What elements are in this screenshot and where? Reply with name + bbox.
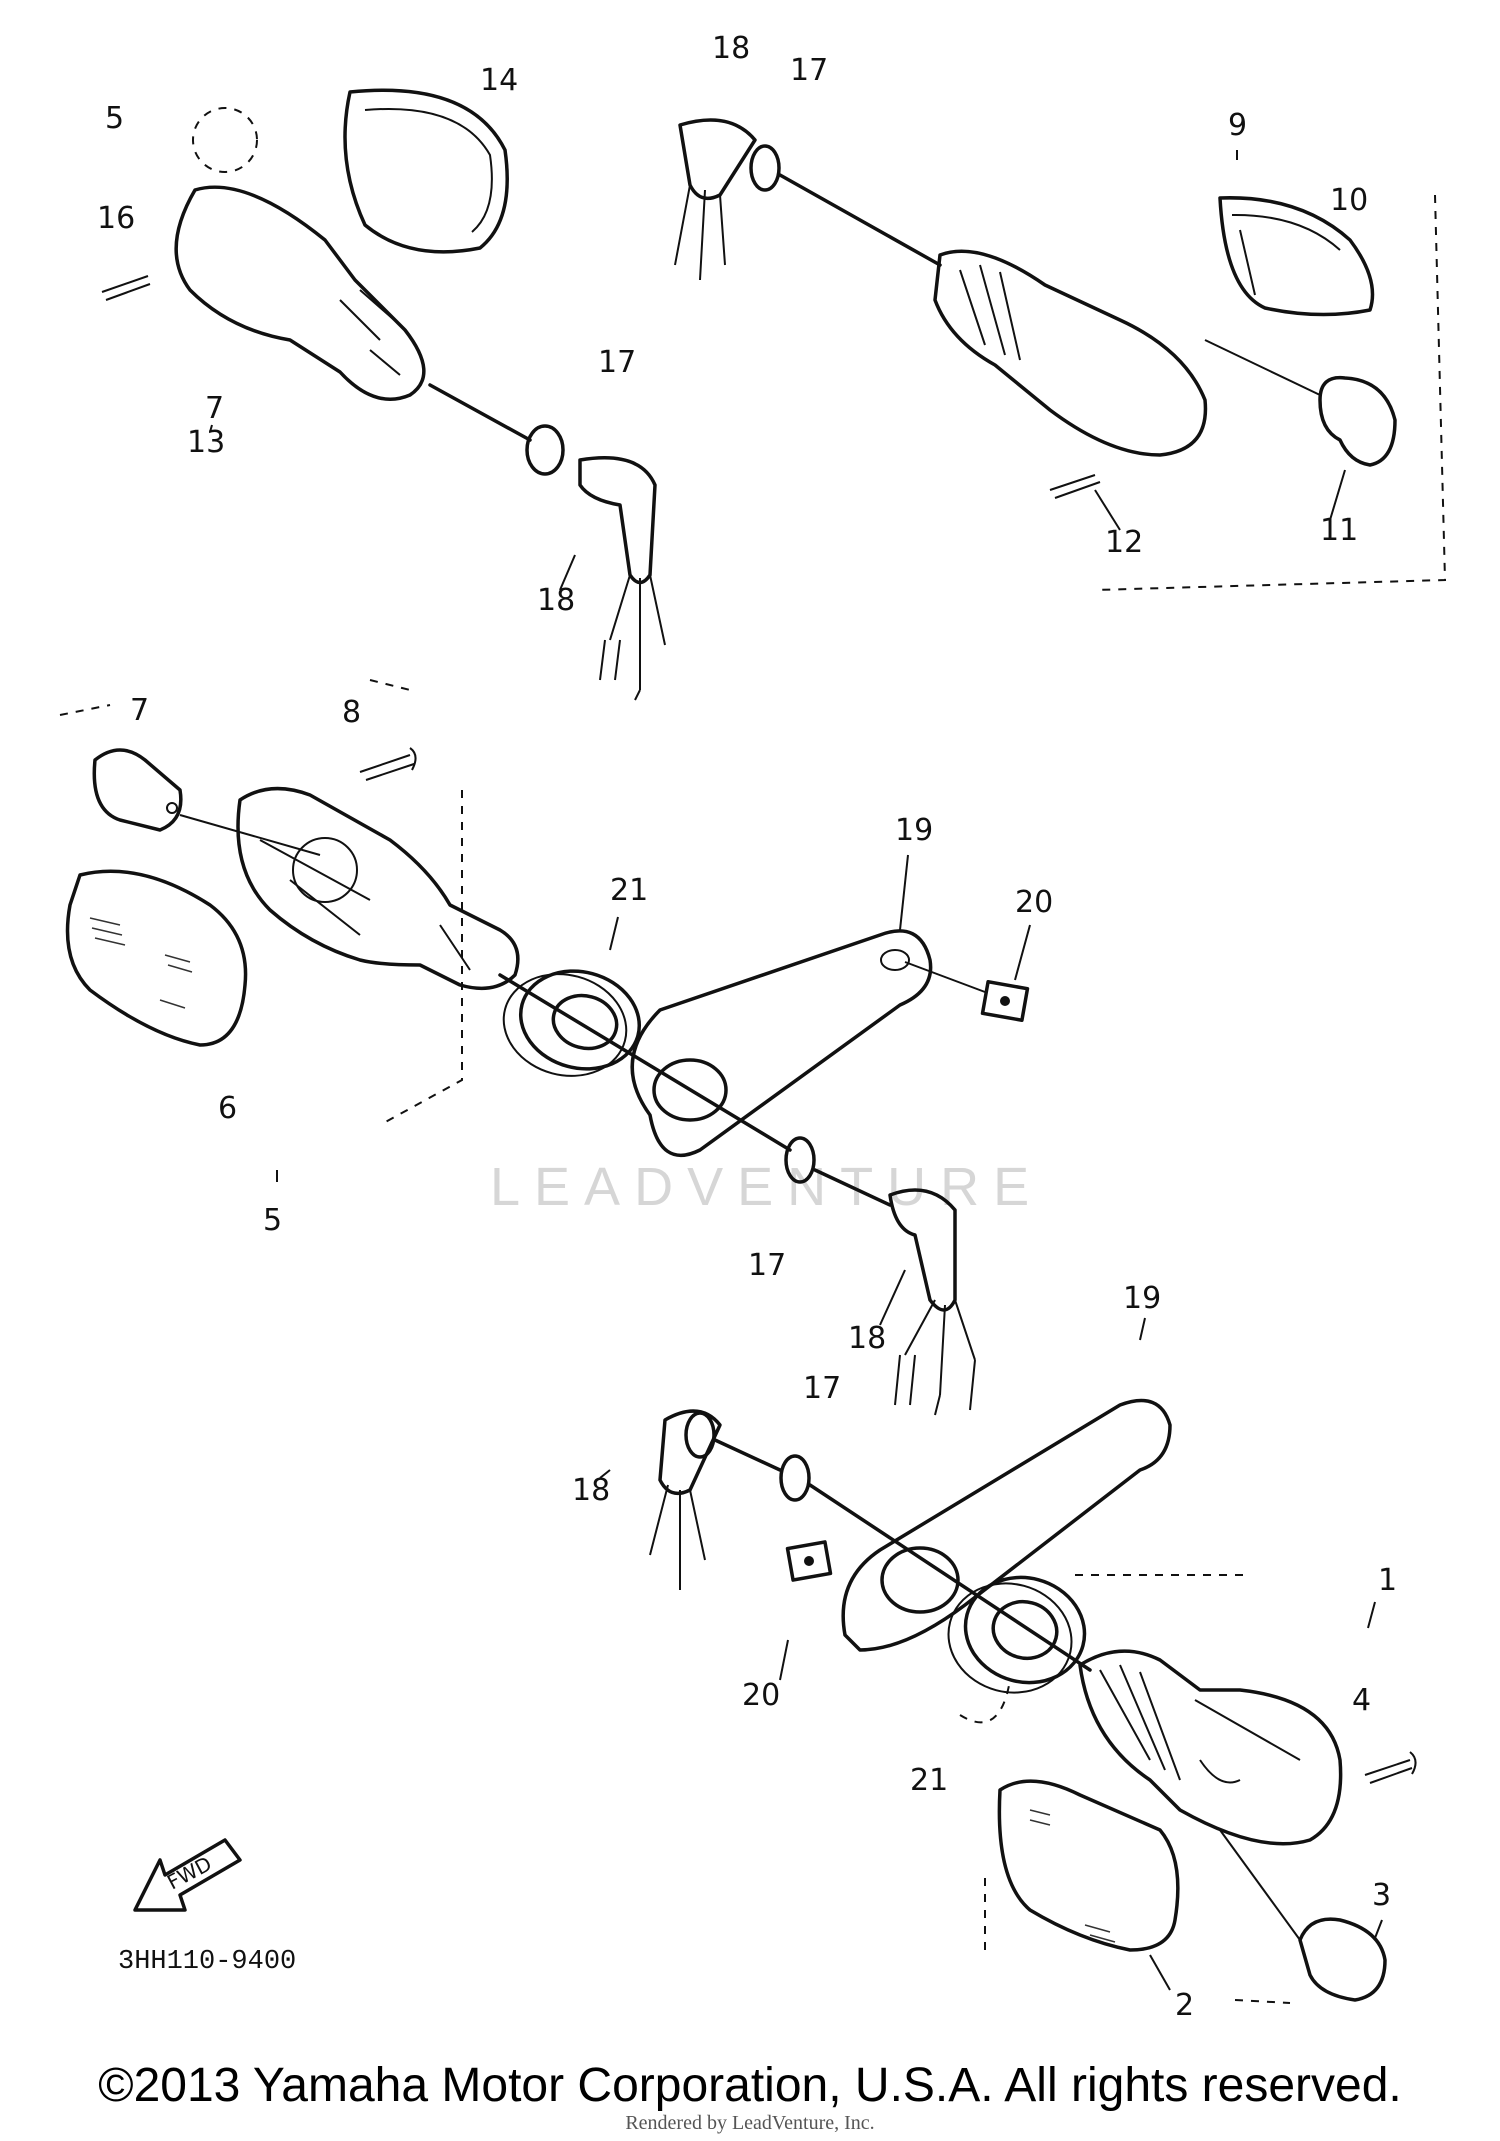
callout-21-lower: 21 <box>910 1763 948 1798</box>
housing-1[interactable] <box>1078 1649 1343 1846</box>
lens-14[interactable] <box>343 88 509 254</box>
callout-17-top-left: 17 <box>598 345 636 380</box>
callout-8: 8 <box>342 695 361 730</box>
callout-17-top: 17 <box>790 53 828 88</box>
render-credit: Rendered by LeadVenture, Inc. <box>625 2112 875 2134</box>
callout-16: 16 <box>97 201 135 236</box>
lens-2[interactable] <box>997 1779 1180 1952</box>
callout-labels: 14 5 16 7 13 17 18 18 17 9 10 11 12 7 8 … <box>97 31 1397 2023</box>
bracket-assembly-lower <box>649 1398 1417 2004</box>
bulb-3[interactable] <box>1298 1917 1387 2002</box>
grommet-17[interactable] <box>525 424 565 476</box>
lens-6[interactable] <box>65 869 248 1047</box>
callout-13-tick: 7 <box>205 391 224 426</box>
callout-19-lower: 19 <box>1123 1281 1161 1316</box>
copyright-notice: ©2013 Yamaha Motor Corporation, U.S.A. A… <box>98 2059 1402 2112</box>
bulb-11[interactable] <box>1318 375 1397 467</box>
grommet-17-lower[interactable] <box>779 1454 811 1502</box>
turn-signal-assembly-front-left <box>59 679 520 1126</box>
bracket-19[interactable] <box>630 929 933 1157</box>
nut-20-lower[interactable] <box>785 1540 833 1582</box>
callout-9: 9 <box>1228 108 1247 143</box>
callout-13: 13 <box>187 425 225 460</box>
screw-16[interactable] <box>101 275 151 301</box>
watermark: LEADVENTURE <box>490 1157 1043 1217</box>
callout-15: 5 <box>105 101 124 136</box>
screw-12[interactable] <box>1049 474 1101 499</box>
bracket-19-lower[interactable] <box>841 1398 1172 1652</box>
housing-5[interactable] <box>236 786 520 991</box>
leader-ticks <box>209 150 1383 1991</box>
callout-10: 10 <box>1330 183 1368 218</box>
grommet-17-top[interactable] <box>749 144 781 192</box>
grommet-21[interactable] <box>492 958 650 1089</box>
callout-7: 7 <box>130 693 149 728</box>
callout-18-middle: 18 <box>848 1321 886 1356</box>
housing-right[interactable] <box>933 249 1208 457</box>
callout-1: 1 <box>1378 1563 1397 1598</box>
callout-18-top-left: 18 <box>537 583 575 618</box>
callout-6: 6 <box>218 1091 237 1126</box>
callout-21-middle: 21 <box>610 873 648 908</box>
screw-4[interactable] <box>1364 1751 1417 1784</box>
bulb-15[interactable] <box>192 107 258 173</box>
turn-signal-assembly-rear-left <box>101 88 666 701</box>
callout-20-lower: 20 <box>742 1678 780 1713</box>
grommet-17-middle[interactable] <box>784 1136 816 1184</box>
grommet-21-lower[interactable] <box>936 1564 1096 1706</box>
turn-signal-assembly-rear-right <box>674 118 1447 591</box>
callout-12: 12 <box>1105 525 1143 560</box>
callout-18-top: 18 <box>712 31 750 66</box>
fwd-arrow: FWD <box>133 1838 242 1912</box>
bracket-assembly-middle <box>492 929 1030 1416</box>
connector-18[interactable] <box>578 456 657 585</box>
callout-4: 4 <box>1352 1683 1371 1718</box>
callout-11: 11 <box>1320 513 1358 548</box>
lens-10[interactable] <box>1218 196 1375 317</box>
screw-8[interactable] <box>359 747 417 781</box>
callout-5: 5 <box>263 1203 282 1238</box>
callout-3: 3 <box>1372 1878 1391 1913</box>
connector-18-top[interactable] <box>678 118 757 201</box>
reference-code: 3HH110-9400 <box>118 1947 296 1977</box>
callout-2: 2 <box>1175 1988 1194 2023</box>
callout-14: 14 <box>480 63 518 98</box>
callout-18-lower: 18 <box>572 1473 610 1508</box>
callout-20-middle: 20 <box>1015 885 1053 920</box>
callout-17-middle: 17 <box>748 1248 786 1283</box>
bulb-7[interactable] <box>92 748 183 832</box>
callout-19-middle: 19 <box>895 813 933 848</box>
callout-17-lower: 17 <box>803 1371 841 1406</box>
housing-13[interactable] <box>174 185 426 401</box>
nut-20[interactable] <box>980 980 1030 1022</box>
